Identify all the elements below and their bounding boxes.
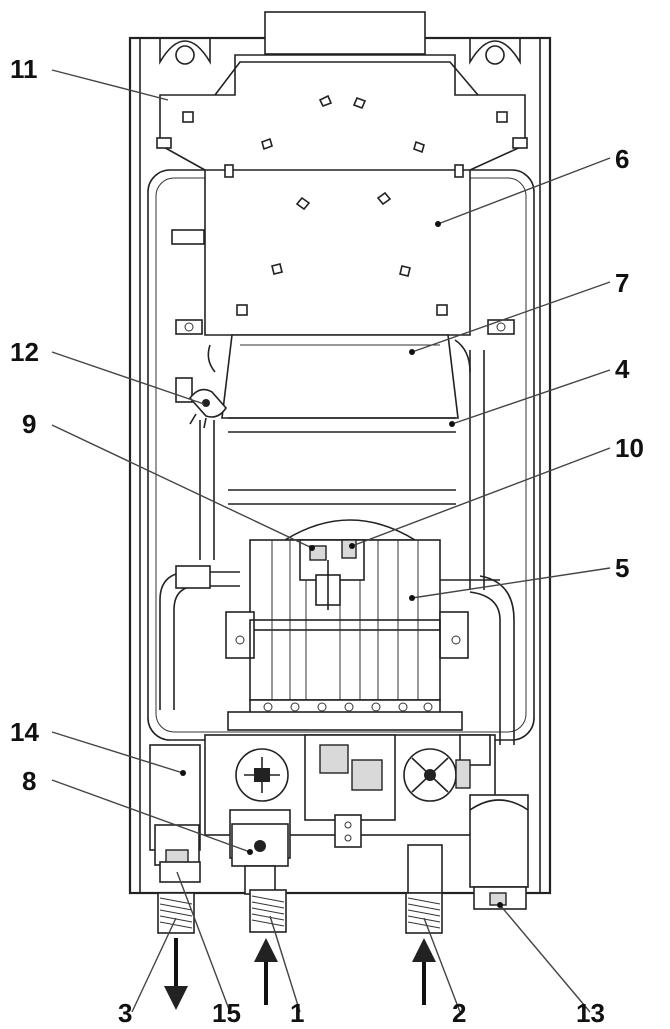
fan-hood <box>156 54 528 336</box>
water-pressure-sensor <box>229 809 291 895</box>
callout-11: 11 <box>10 54 38 84</box>
callout-8: 8 <box>22 766 36 796</box>
callout-10: 10 <box>615 433 644 463</box>
callout-12: 12 <box>10 337 39 367</box>
callout-14: 14 <box>10 717 39 747</box>
pipe-loop <box>159 350 515 745</box>
callout-3: 3 <box>118 998 132 1028</box>
combustion-chamber <box>207 334 471 419</box>
electronic-box <box>149 744 201 883</box>
callout-5: 5 <box>615 553 629 583</box>
callout-2: 2 <box>452 998 466 1028</box>
bottom-connections <box>157 844 443 934</box>
battery-box <box>469 794 529 910</box>
callout-1: 1 <box>290 998 304 1028</box>
callout-15: 15 <box>212 998 241 1028</box>
callout-7: 7 <box>615 268 629 298</box>
callout-6: 6 <box>615 144 629 174</box>
flow-arrow-inlet-2 <box>412 938 436 1005</box>
callout-9: 9 <box>22 409 36 439</box>
leader-lines <box>51 69 611 1013</box>
flow-arrow-outlet-3 <box>164 938 188 1010</box>
callout-13: 13 <box>576 998 605 1028</box>
callout-labels: 11 6 7 12 4 9 10 5 14 8 3 15 1 2 13 <box>10 54 644 1028</box>
flow-arrow-inlet-1 <box>254 938 278 1005</box>
callout-4: 4 <box>615 354 630 384</box>
overheat-thermostat <box>188 388 228 429</box>
